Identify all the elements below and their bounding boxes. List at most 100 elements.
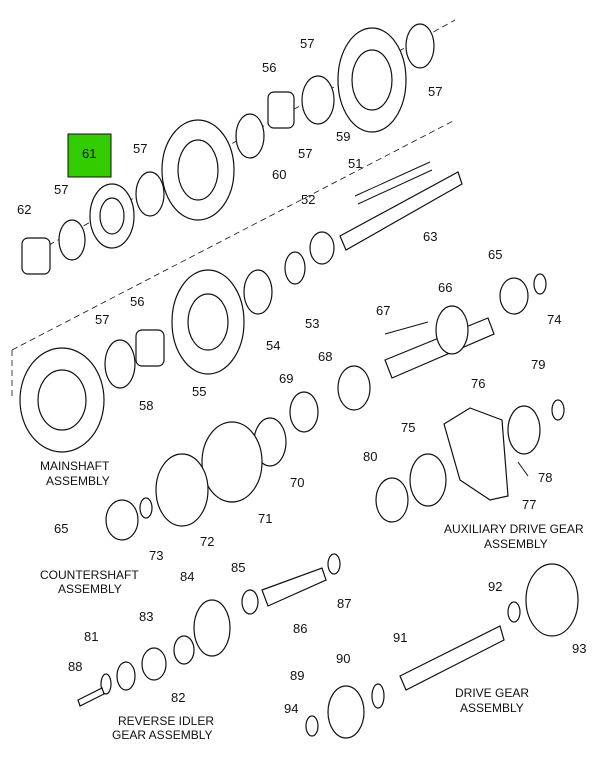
caption-countershaft-1: COUNTERSHAFT <box>40 568 139 582</box>
callout-75: 75 <box>401 420 415 435</box>
ring-52 <box>309 231 335 265</box>
bearing-89 <box>327 685 365 739</box>
washer-57d <box>135 171 165 217</box>
bearing-65a <box>499 277 529 315</box>
ring-79 <box>551 399 565 421</box>
shaft-91 <box>399 625 505 691</box>
caption-countershaft-2: ASSEMBLY <box>58 582 122 596</box>
pin-77 <box>517 461 529 477</box>
gear-60 <box>161 119 235 221</box>
gear-68 <box>337 365 371 411</box>
callout-61: 61 <box>82 146 96 161</box>
gear-69 <box>289 391 319 433</box>
callout-83: 83 <box>139 609 153 624</box>
callout-71: 71 <box>258 511 272 526</box>
callout-90: 90 <box>336 651 350 666</box>
bearing-80 <box>375 477 409 523</box>
clutch-62 <box>21 237 51 275</box>
bolt-88 <box>77 687 105 707</box>
highlight-box-61 <box>67 133 112 178</box>
ring-90 <box>371 683 385 709</box>
callout-87: 87 <box>337 596 351 611</box>
callout-66: 66 <box>438 280 452 295</box>
washer-81 <box>100 673 112 695</box>
shaft-86 <box>261 567 327 607</box>
callout-77: 77 <box>522 497 536 512</box>
callout-70: 70 <box>290 475 304 490</box>
callout-68: 68 <box>318 349 332 364</box>
callout-51: 51 <box>348 156 362 171</box>
gear-93 <box>525 563 579 637</box>
callout-79: 79 <box>531 357 545 372</box>
gear-58 <box>19 347 105 453</box>
callout-86: 86 <box>293 621 307 636</box>
callout-81: 81 <box>84 629 98 644</box>
callout-57: 57 <box>133 141 147 156</box>
callout-57: 57 <box>95 312 109 327</box>
callout-85: 85 <box>231 560 245 575</box>
bearing-75 <box>409 453 447 507</box>
callout-57: 57 <box>298 146 312 161</box>
callout-91: 91 <box>393 630 407 645</box>
ring-53 <box>284 251 306 285</box>
gear-78 <box>507 405 541 455</box>
mainshaft-63 <box>339 171 463 251</box>
callout-74: 74 <box>547 312 561 327</box>
caption-reverse-idler-2: GEAR ASSEMBLY <box>112 728 212 742</box>
bearing-65b <box>105 499 139 541</box>
callout-60: 60 <box>272 167 286 182</box>
callout-55: 55 <box>192 384 206 399</box>
ring-74 <box>533 273 547 295</box>
caption-aux-drive-1: AUXILIARY DRIVE GEAR <box>444 522 584 536</box>
gear-71 <box>201 421 263 503</box>
bearing-83b <box>141 647 167 681</box>
callout-76: 76 <box>471 376 485 391</box>
callout-53: 53 <box>305 316 319 331</box>
gear-61 <box>89 183 135 249</box>
callout-62: 62 <box>17 202 31 217</box>
callout-69: 69 <box>279 371 293 386</box>
callout-65: 65 <box>54 521 68 536</box>
callout-89: 89 <box>290 668 304 683</box>
washer-57f <box>104 339 136 389</box>
washer-54 <box>243 269 273 315</box>
caption-reverse-idler-1: REVERSE IDLER <box>118 714 214 728</box>
callout-54: 54 <box>266 338 280 353</box>
key-67 <box>384 321 429 335</box>
callout-57: 57 <box>428 84 442 99</box>
callout-63: 63 <box>423 229 437 244</box>
clutch-56b <box>135 329 165 367</box>
gear-55 <box>171 269 245 375</box>
washer-57a <box>301 75 335 125</box>
callout-56: 56 <box>262 60 276 75</box>
callout-78: 78 <box>538 470 552 485</box>
caption-drive-gear-1: DRIVE GEAR <box>455 686 529 700</box>
caption-drive-gear-2: ASSEMBLY <box>460 701 524 715</box>
callout-67: 67 <box>376 303 390 318</box>
callout-72: 72 <box>200 534 214 549</box>
clutch-56a <box>267 91 295 129</box>
callout-93: 93 <box>572 641 586 656</box>
callout-80: 80 <box>363 449 377 464</box>
housing-76 <box>443 407 509 501</box>
callout-84: 84 <box>180 569 194 584</box>
ring-73 <box>139 497 153 519</box>
callout-92: 92 <box>488 579 502 594</box>
callout-73: 73 <box>149 548 163 563</box>
bearing-83a <box>173 635 195 665</box>
ring-87 <box>327 553 341 575</box>
caption-mainshaft-2: ASSEMBLY <box>46 474 110 488</box>
callout-58: 58 <box>139 398 153 413</box>
washer-57c <box>235 113 265 159</box>
gear-84 <box>193 599 231 657</box>
callout-88: 88 <box>68 659 82 674</box>
gear-72 <box>155 453 209 527</box>
key-51 <box>354 161 433 205</box>
ring-92 <box>507 601 521 623</box>
gear-66 <box>435 305 469 355</box>
washer-57e <box>58 219 86 261</box>
callout-94: 94 <box>284 701 298 716</box>
callout-57: 57 <box>300 36 314 51</box>
callout-labels: 5756575759576057625152636574665657555854… <box>17 36 586 716</box>
